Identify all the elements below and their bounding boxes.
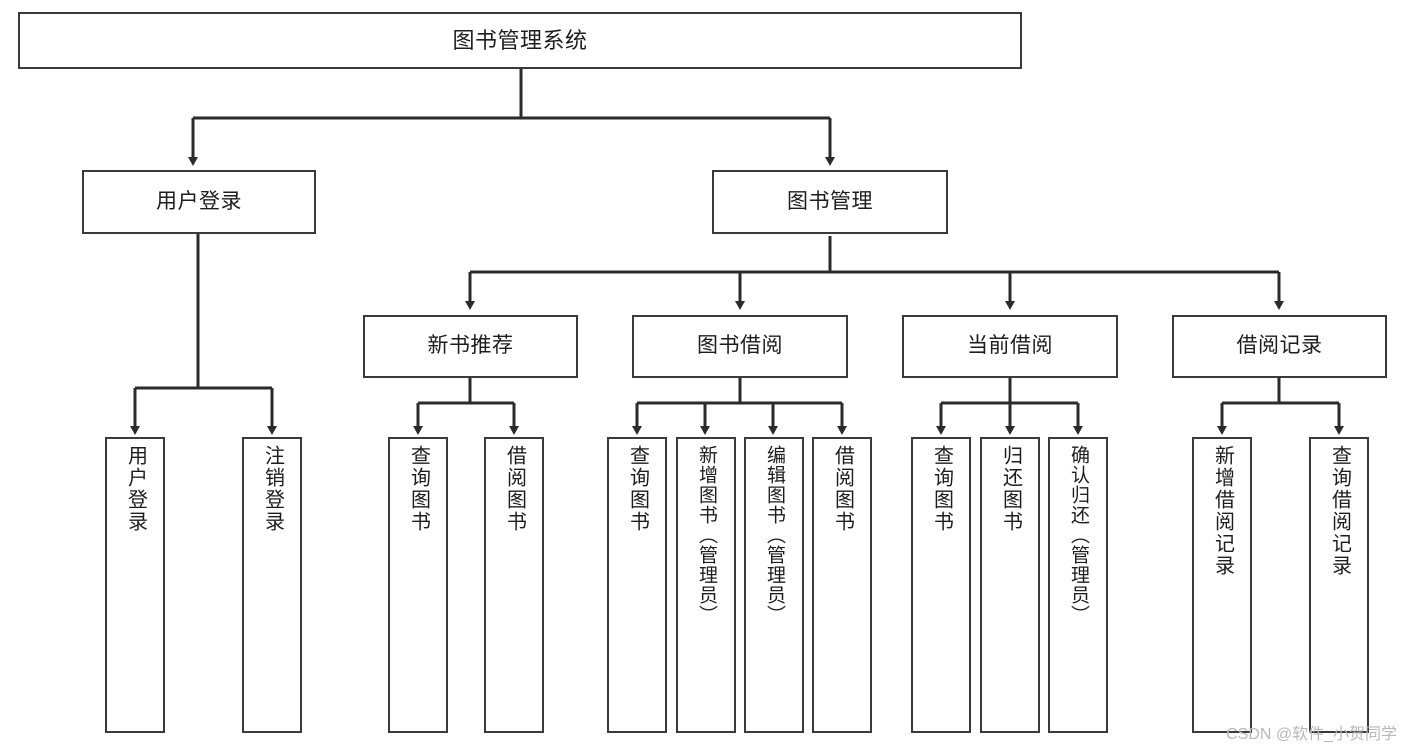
- leaf-query-book[interactable]: 查询图书: [607, 437, 667, 733]
- node-label: 借阅图书: [503, 445, 526, 533]
- node-label: 图书管理系统: [452, 27, 588, 53]
- node-label: 编辑图书（管理员）: [763, 445, 785, 625]
- node-label: 新增图书（管理员）: [695, 445, 717, 625]
- node-label: 图书管理: [787, 189, 873, 213]
- leaf-confirm-return-admin[interactable]: 确认归还（管理员）: [1048, 437, 1108, 733]
- leaf-query-book-current[interactable]: 查询图书: [911, 437, 971, 733]
- node-label: 归还图书: [999, 445, 1022, 533]
- leaf-return-book[interactable]: 归还图书: [980, 437, 1040, 733]
- node-label: 查询图书: [930, 445, 953, 533]
- node-label: 查询图书: [407, 445, 430, 533]
- leaf-add-book-admin[interactable]: 新增图书（管理员）: [676, 437, 736, 733]
- node-label: 查询图书: [626, 445, 649, 533]
- node-book-borrow[interactable]: 图书借阅: [632, 315, 848, 378]
- leaf-query-book-recommend[interactable]: 查询图书: [388, 437, 448, 733]
- node-label: 注销登录: [261, 445, 284, 533]
- leaf-borrow-book-recommend[interactable]: 借阅图书: [484, 437, 544, 733]
- leaf-add-borrow-record[interactable]: 新增借阅记录: [1192, 437, 1252, 733]
- node-label: 用户登录: [156, 189, 242, 213]
- node-label: 新书推荐: [427, 334, 514, 358]
- node-borrow-record[interactable]: 借阅记录: [1172, 315, 1387, 378]
- leaf-logout[interactable]: 注销登录: [242, 437, 302, 733]
- node-label: 当前借阅: [967, 334, 1053, 358]
- leaf-user-login[interactable]: 用户登录: [105, 437, 165, 733]
- node-user-login[interactable]: 用户登录: [82, 170, 316, 234]
- node-label: 图书借阅: [697, 334, 783, 358]
- node-label: 借阅图书: [831, 445, 854, 533]
- node-label: 确认归还（管理员）: [1067, 445, 1089, 625]
- node-book-management[interactable]: 图书管理: [712, 170, 948, 234]
- node-label: 新增借阅记录: [1211, 445, 1234, 577]
- leaf-query-borrow-record[interactable]: 查询借阅记录: [1309, 437, 1369, 733]
- node-new-book-recommend[interactable]: 新书推荐: [363, 315, 578, 378]
- node-label: 用户登录: [124, 445, 147, 533]
- node-label: 查询借阅记录: [1328, 445, 1351, 577]
- leaf-edit-book-admin[interactable]: 编辑图书（管理员）: [744, 437, 804, 733]
- watermark-text: CSDN @软件_小贺同学: [1226, 726, 1397, 743]
- leaf-borrow-book[interactable]: 借阅图书: [812, 437, 872, 733]
- node-label: 借阅记录: [1236, 334, 1323, 358]
- node-current-borrow[interactable]: 当前借阅: [902, 315, 1118, 378]
- node-root-system[interactable]: 图书管理系统: [18, 12, 1022, 69]
